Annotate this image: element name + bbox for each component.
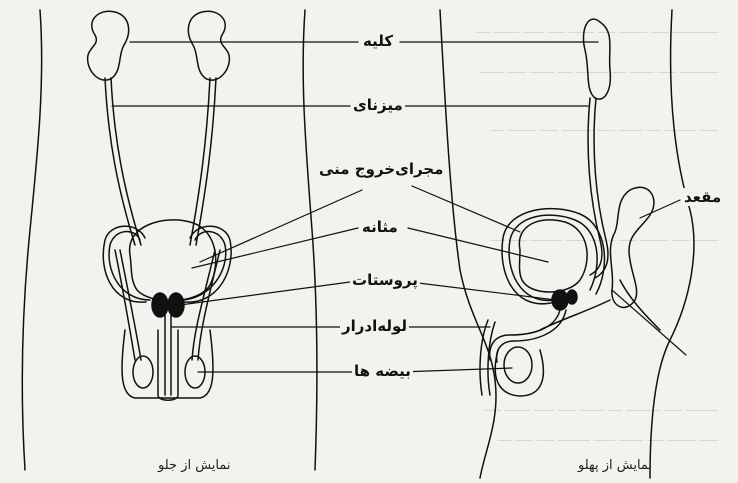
side-scrotum (495, 350, 543, 396)
leader-bladder-right (408, 228, 548, 262)
leader-prostate-right (410, 282, 556, 300)
side-urethra (490, 310, 566, 362)
front-left-cord (115, 250, 141, 360)
front-left-vas-deferens (103, 226, 150, 302)
label-rectum: مقعد (682, 188, 723, 206)
leader-prostate-left (180, 282, 350, 305)
side-body-back-outline (650, 10, 694, 478)
front-right-kidney (188, 11, 229, 80)
side-view-drawing (440, 10, 694, 478)
leader-rectum-b (612, 290, 686, 355)
front-prostate-left (152, 293, 168, 317)
side-rectum-b (620, 280, 660, 330)
label-prostate: پروستات (350, 271, 420, 289)
side-bladder (519, 220, 587, 292)
caption-side-view: نمایش از پهلو (578, 458, 652, 473)
leader-vas-right (412, 186, 520, 232)
leader-rectum (640, 200, 680, 218)
side-testis (504, 347, 532, 383)
side-ureter (588, 98, 608, 278)
front-scrotum (122, 330, 213, 398)
front-left-kidney (88, 11, 129, 80)
front-left-testis (133, 356, 153, 388)
front-view-drawing (22, 10, 317, 470)
label-kidney: کلیه (361, 32, 395, 50)
label-urethra: لوله‌ادرار (340, 317, 409, 335)
front-body-left-outline (22, 10, 41, 470)
front-urethra (165, 315, 171, 395)
front-right-ureter-b (196, 78, 216, 245)
side-kidney (583, 19, 610, 99)
label-vas-deferens: مجرای‌خروج منی (317, 160, 445, 178)
front-left-ureter-b (111, 78, 141, 245)
label-ureter: میزنای (351, 96, 405, 114)
side-vas-deferens (502, 209, 604, 304)
label-bladder: مثانه (360, 218, 400, 236)
caption-front-view: نمایش از جلو (158, 458, 231, 473)
label-testis: بیضه ها (352, 362, 413, 380)
leader-vas-left (200, 190, 362, 262)
side-prostate-b (567, 290, 577, 304)
side-perineum (540, 300, 610, 330)
front-penis (158, 330, 178, 400)
side-body-front-outline (440, 10, 496, 478)
side-rectum (610, 187, 653, 307)
side-penis (480, 320, 495, 395)
